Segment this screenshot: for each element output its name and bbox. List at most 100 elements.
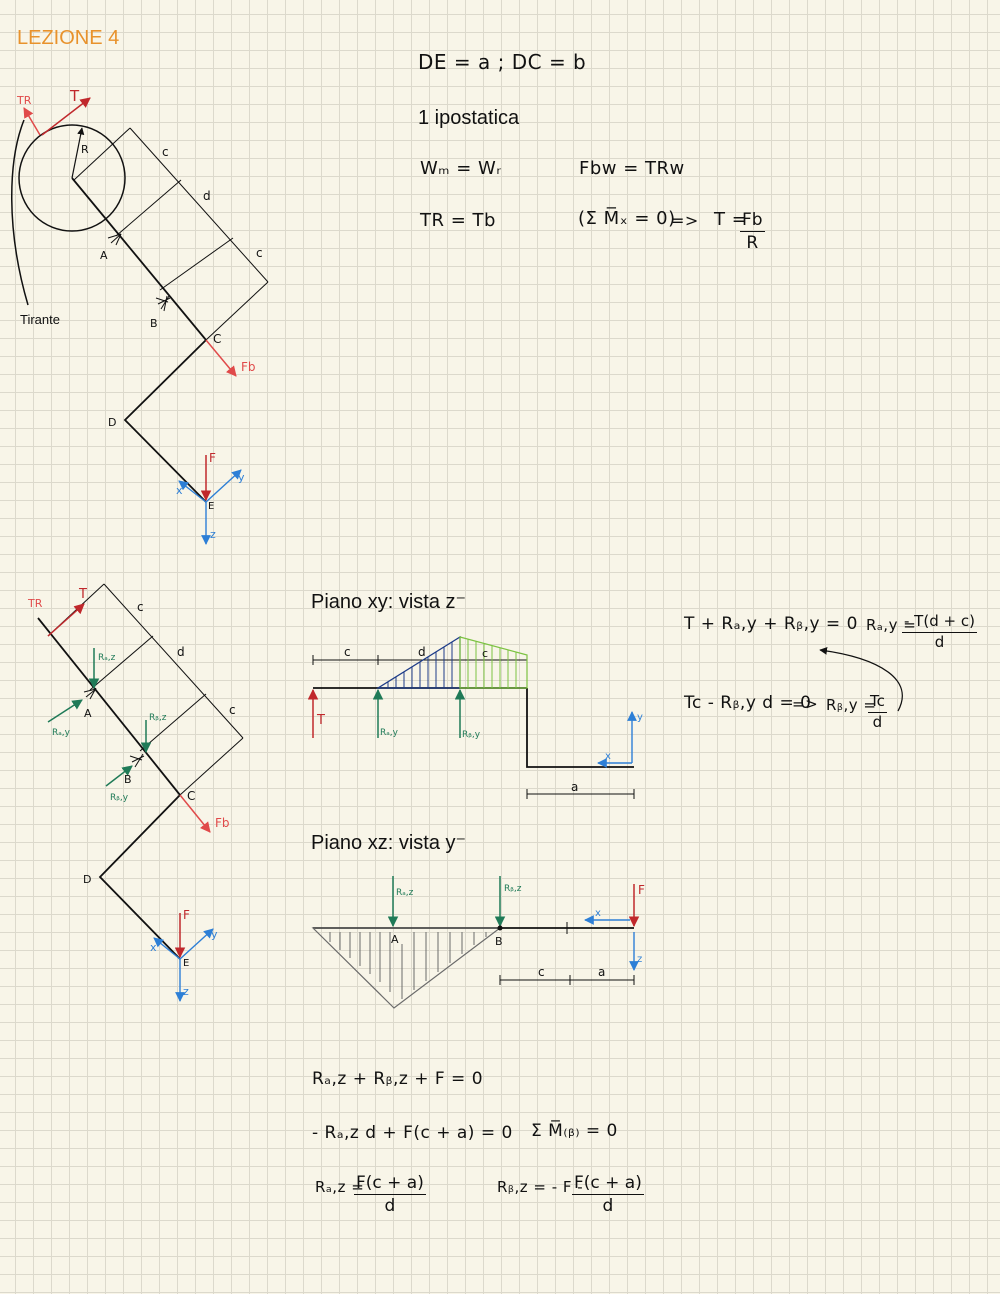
fraction-ray: - T(d + c) d [902,612,977,652]
equation-moment: (Σ M̅ₓ = 0) [578,208,676,229]
label-a: a [598,965,605,979]
y-axis [205,469,242,503]
equation-xy-equilibrium: T + Rₐ,y + Rᵦ,y = 0 [684,614,858,634]
fraction-numerator: F(c + a) [354,1172,426,1196]
moment-green [459,636,528,689]
label-y: y [637,712,643,723]
label-y: y [211,928,218,941]
fraction-denominator: d [384,1196,396,1217]
diagram-piano-xy: c d c T Rₐ,y Rᵦ,y y x a [307,635,643,799]
x-axis [153,937,181,960]
label-t: T [316,713,325,728]
moment-gray [311,927,502,1009]
label-c: c [538,965,545,979]
hatch-green [467,639,517,688]
label-a: A [100,249,108,262]
equation-xz-moment: - Rₐ,z d + F(c + a) = 0 [312,1123,513,1143]
fraction-raz: F(c + a) d [354,1172,426,1217]
label-e: E [208,501,214,512]
shaft-line [71,177,207,341]
label-t: T [78,587,87,602]
shaft-line [37,617,181,796]
t-arrow [41,97,91,136]
label-r: R [81,143,89,156]
fraction-denominator: d [934,632,945,651]
label-d: d [418,645,426,659]
label-rby: Rᵦ,y [462,730,481,740]
fraction-numerator: Tc [868,692,887,713]
label-fb: Fb [241,360,256,374]
dim-tick [139,693,207,752]
label-a: A [84,707,92,720]
equation-sum-moment-b: Σ M̅₍ᵦ₎ = 0 [531,1121,618,1141]
heading-piano-xy: Piano xy: vista z⁻ [311,591,467,613]
implies-arrow-xy: => [792,695,819,713]
page-title: LEZIONE 4 [17,27,120,49]
heading-piano-xz: Piano xz: vista y⁻ [311,832,467,854]
fraction-numerator: - T(d + c) [902,612,977,633]
label-c: c [344,645,351,659]
label-z: z [210,528,216,541]
label-raz: Rₐ,z [98,653,116,663]
fb-arrow [179,794,211,833]
label-c-point: C [187,789,195,803]
label-a: a [571,780,578,794]
fraction-rbz: F(c + a) d [572,1172,644,1217]
label-d: d [203,189,211,203]
equation-xz-equilibrium: Rₐ,z + Rᵦ,z + F = 0 [312,1069,484,1089]
support-b [155,295,171,312]
label-c: c [229,703,236,717]
label-rbz: Rᵦ,z [504,884,522,894]
tirante-rope [11,119,29,306]
tr-arrow [23,107,41,136]
fraction-denominator: d [872,712,883,731]
hatch-blue [387,642,453,688]
equation-w: Wₘ = Wᵣ [420,158,502,179]
label-x: x [595,908,601,919]
equation-raz-lhs: Rₐ,z = [315,1178,365,1196]
dim-tick [89,635,154,691]
label-x: x [150,941,157,954]
label-b: B [124,773,132,786]
label-tr: TR [16,94,32,107]
label-rby: Rᵦ,y [110,793,129,803]
support-a [107,233,122,246]
label-a-point: A [391,933,399,946]
label-z: z [183,985,189,998]
point-b [497,925,503,931]
substitution-arrow [819,647,903,712]
rby-arrow [105,765,133,787]
label-d-point: D [108,416,116,429]
equation-de-dc: DE = a ; DC = b [418,50,587,74]
label-b: B [150,317,158,330]
ray-arrow [47,699,83,723]
dim-tick [179,737,244,796]
label-c: c [137,600,144,614]
label-z: z [637,954,642,965]
label-x: x [176,484,183,497]
label-tirante: Tirante [20,312,60,327]
label-c: c [162,145,169,159]
fraction-t: Fb R [740,209,765,254]
fraction-rby: Tc d [868,692,887,732]
equation-xy-moment: Tc - Rᵦ,y d = 0 [684,693,812,713]
label-x: x [605,751,611,762]
label-ray: Rₐ,y [52,728,71,738]
label-d: d [177,645,185,659]
label-rbz: Rᵦ,z [149,713,167,723]
shaft-elbow [98,794,181,960]
equation-rbz-lhs: Rᵦ,z = - F - [497,1178,584,1196]
hatch-gray [329,932,487,999]
diagram-piano-xz: Rₐ,z Rᵦ,z A B F x z c a [311,876,645,1009]
y-axis [179,928,214,960]
dim-tick [115,179,182,237]
equation-fbw: Fbw = TRw [579,158,685,179]
dim-tick [73,127,131,181]
beam-step [526,688,634,768]
fraction-denominator: R [746,233,759,254]
free-body-diagram: TR T c d c Rₐ,z Rₐ,y Rᵦ,z Rᵦ,y A B C Fb … [27,583,244,1002]
fraction-denominator: d [602,1196,614,1217]
label-y: y [238,471,245,484]
label-f: F [183,908,190,922]
